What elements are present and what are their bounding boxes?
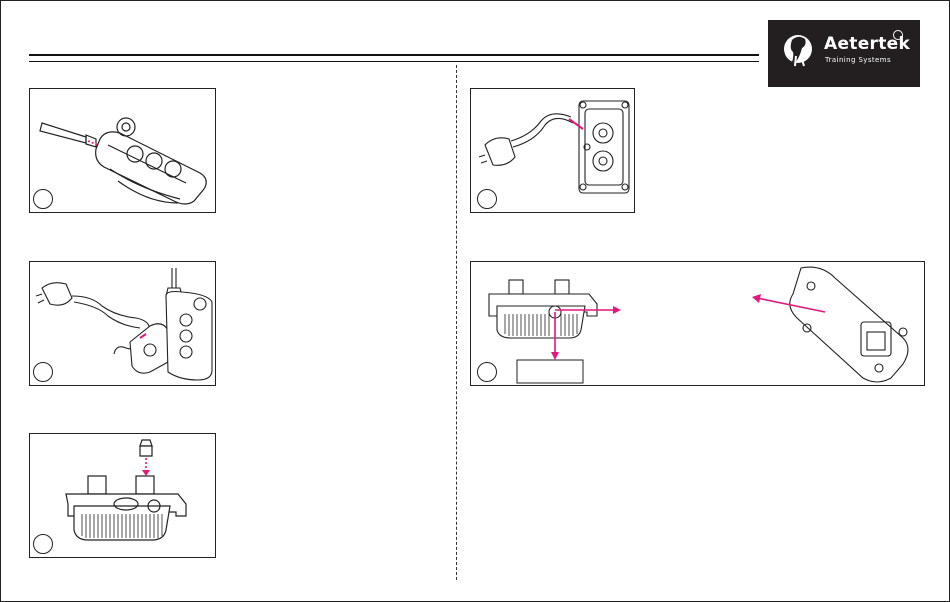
receiver-contact-point-illustration: [30, 434, 215, 557]
figure-panel-receiver-charger: [470, 88, 635, 213]
step-number-badge: [33, 534, 53, 554]
figure-panel-charging-ports: [470, 261, 925, 386]
figure-panel-antenna: [29, 88, 216, 213]
figure-panel-contact-point: [29, 433, 216, 558]
step-number-badge: [33, 189, 53, 209]
brand-tagline: Training Systems: [825, 56, 891, 64]
brand-logo: Aetertek Training Systems: [768, 20, 920, 87]
step-number-badge: [477, 189, 497, 209]
figure-panel-charging: [29, 261, 216, 386]
step-number-badge: [33, 362, 53, 382]
column-divider: [456, 65, 457, 580]
label-box: [517, 360, 583, 383]
step-number-badge: [477, 362, 497, 382]
transmitter-antenna-illustration: [30, 89, 215, 212]
header-rule-thick: [29, 54, 759, 56]
charging-illustration: [30, 262, 215, 385]
registered-mark-icon: [893, 30, 903, 40]
charging-ports-illustration: [471, 262, 924, 385]
dog-icon: [768, 20, 828, 87]
header-rule-thin: [29, 61, 759, 62]
